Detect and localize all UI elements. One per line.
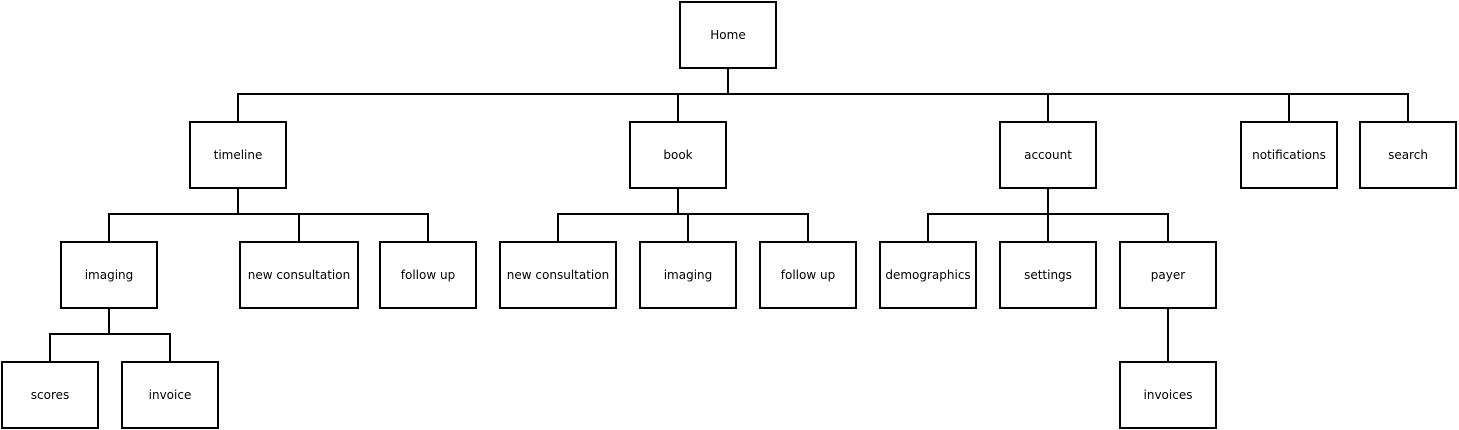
node-label: account [1024,148,1072,162]
node-account-settings: settings [999,241,1097,309]
node-account-demographics: demographics [879,241,977,309]
node-label: book [663,148,692,162]
node-label: new consultation [248,268,350,282]
node-label: invoice [149,388,192,402]
node-label: follow up [781,268,835,282]
node-label: scores [31,388,70,402]
node-invoices: invoices [1119,361,1217,429]
node-label: imaging [85,268,134,282]
node-book-imaging: imaging [639,241,737,309]
node-book-new-consultation: new consultation [499,241,617,309]
node-label: demographics [885,268,970,282]
node-home: Home [679,1,777,69]
node-search: search [1359,121,1457,189]
node-account: account [999,121,1097,189]
node-label: imaging [664,268,713,282]
node-timeline-new-consultation: new consultation [239,241,359,309]
connector-lines [49,67,1409,363]
node-timeline-follow-up: follow up [379,241,477,309]
node-label: new consultation [507,268,609,282]
node-timeline-imaging: imaging [60,241,158,309]
node-label: Home [710,28,745,42]
node-label: payer [1151,268,1185,282]
node-label: notifications [1252,148,1326,162]
node-label: follow up [401,268,455,282]
node-book: book [629,121,727,189]
node-notifications: notifications [1240,121,1338,189]
node-label: settings [1024,268,1072,282]
node-account-payer: payer [1119,241,1217,309]
node-label: invoices [1144,388,1193,402]
node-book-follow-up: follow up [759,241,857,309]
node-label: timeline [214,148,263,162]
node-invoice: invoice [121,361,219,429]
node-timeline: timeline [189,121,287,189]
node-scores: scores [1,361,99,429]
node-label: search [1388,148,1428,162]
